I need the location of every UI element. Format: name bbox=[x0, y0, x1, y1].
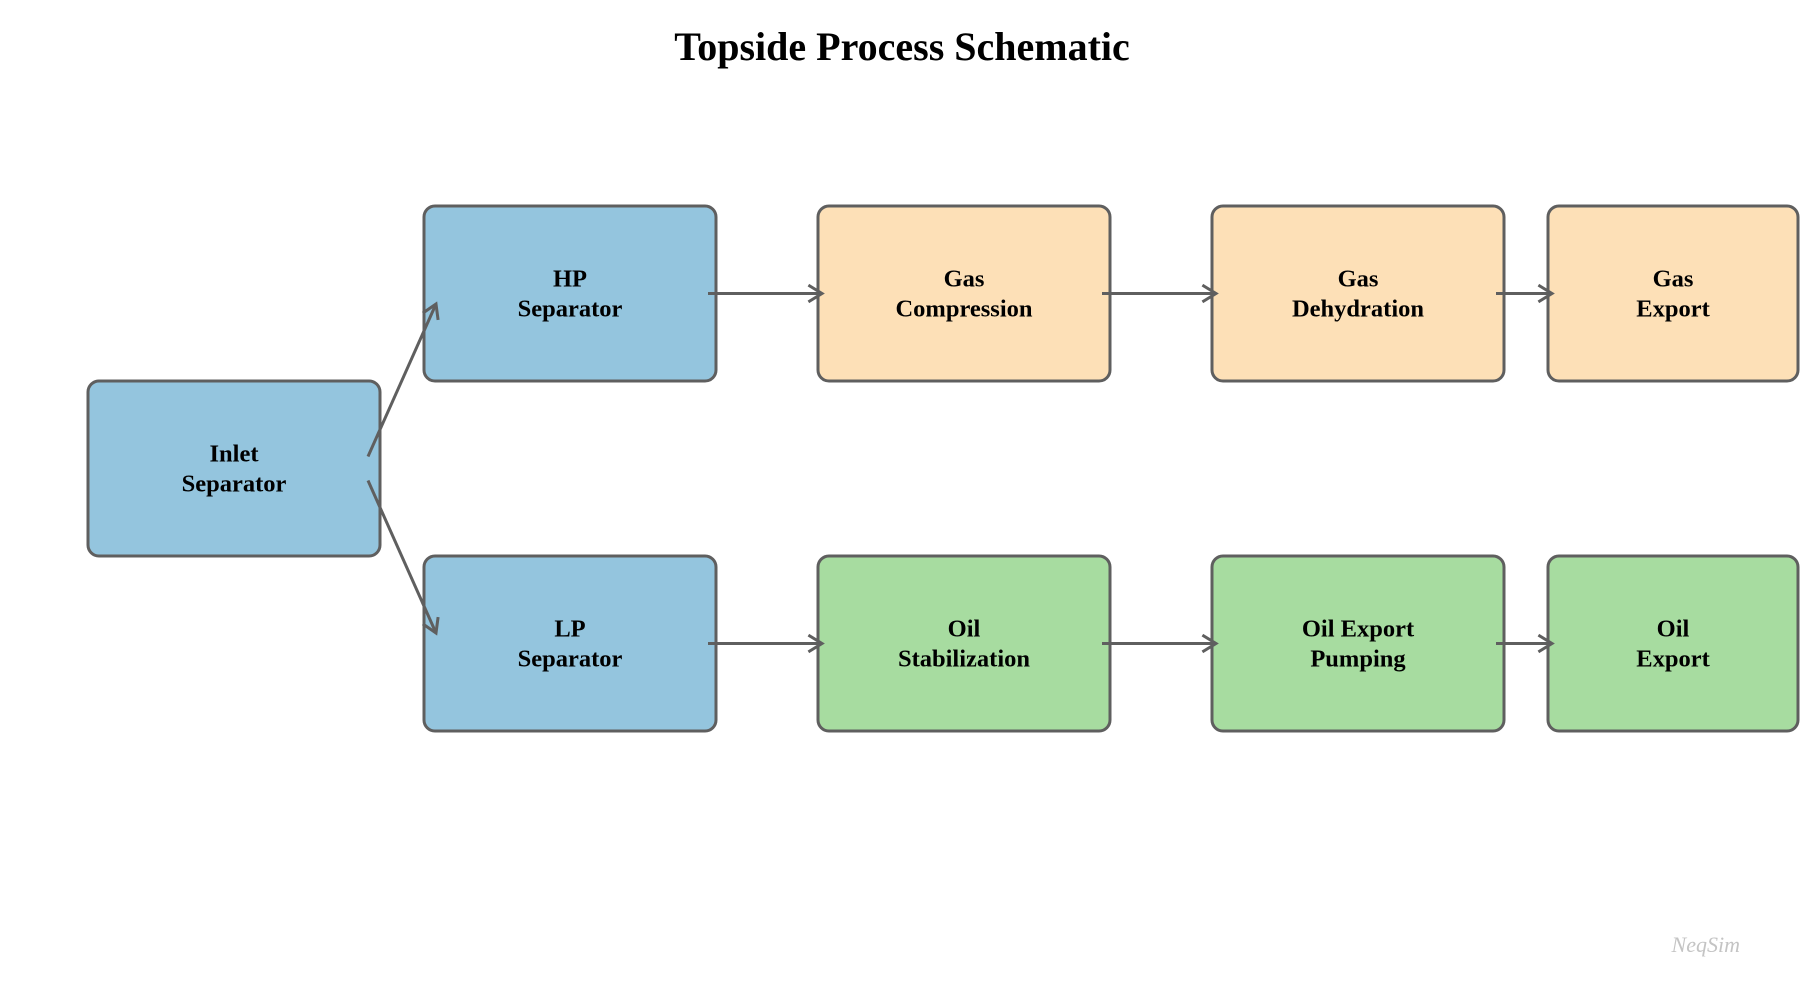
node-label-line: LP bbox=[554, 616, 585, 643]
node-lp-separator: LP Separator bbox=[422, 554, 718, 733]
edge-line bbox=[366, 479, 438, 634]
node-label-line: Separator bbox=[182, 471, 287, 498]
arrowhead-icon bbox=[421, 616, 440, 636]
diagram-title: Topside Process Schematic bbox=[674, 24, 1130, 69]
node-box bbox=[816, 204, 1112, 383]
nodes-layer: InletSeparatorHPSeparatorLPSeparatorGasC… bbox=[86, 204, 1800, 733]
edge-lp-separator-to-oil-stabilization bbox=[708, 633, 825, 654]
node-label-line: Stabilization bbox=[898, 646, 1030, 673]
arrowhead-icon bbox=[1201, 633, 1219, 654]
node-box bbox=[1210, 204, 1506, 383]
node-box bbox=[1546, 554, 1800, 733]
watermark: NeqSim bbox=[1671, 932, 1740, 957]
edge-hp-separator-to-gas-compression bbox=[708, 283, 825, 304]
edge-gas-compression-to-gas-dehydration bbox=[1102, 283, 1219, 304]
edge-inlet-separator-to-hp-separator bbox=[366, 301, 440, 458]
node-label-line: Gas bbox=[1338, 266, 1379, 293]
edge-inlet-separator-to-lp-separator bbox=[366, 479, 440, 636]
node-label-line: Gas bbox=[944, 266, 985, 293]
edge-oil-export-pumping-to-oil-export bbox=[1496, 633, 1555, 654]
edge-line bbox=[366, 303, 438, 458]
node-box bbox=[1546, 204, 1800, 383]
node-label-line: Separator bbox=[518, 296, 623, 323]
node-label-line: Export bbox=[1636, 646, 1710, 673]
edge-oil-stabilization-to-oil-export-pumping bbox=[1102, 633, 1219, 654]
node-label-line: Inlet bbox=[210, 441, 260, 468]
node-label-line: Gas bbox=[1653, 266, 1694, 293]
node-label-line: Dehydration bbox=[1292, 296, 1424, 323]
node-box bbox=[816, 554, 1112, 733]
arrowhead-icon bbox=[1537, 283, 1555, 304]
node-label-line: Separator bbox=[518, 646, 623, 673]
node-label-line: HP bbox=[553, 266, 587, 293]
node-label-line: Oil bbox=[1657, 616, 1690, 643]
node-label-line: Export bbox=[1636, 296, 1710, 323]
node-box bbox=[86, 379, 382, 558]
edge-gas-dehydration-to-gas-export bbox=[1496, 283, 1555, 304]
node-label-line: Oil bbox=[948, 616, 981, 643]
arrowhead-icon bbox=[421, 301, 440, 321]
arrowhead-icon bbox=[1201, 283, 1219, 304]
node-label-line: Oil Export bbox=[1302, 616, 1415, 643]
arrowhead-icon bbox=[807, 633, 825, 654]
node-box bbox=[422, 554, 718, 733]
node-label-line: Compression bbox=[895, 296, 1032, 323]
node-box bbox=[422, 204, 718, 383]
arrowhead-icon bbox=[1537, 633, 1555, 654]
node-label-line: Pumping bbox=[1310, 646, 1406, 673]
node-hp-separator: HP Separator bbox=[422, 204, 718, 383]
node-box bbox=[1210, 554, 1506, 733]
edges-layer bbox=[366, 283, 1555, 654]
arrowhead-icon bbox=[807, 283, 825, 304]
